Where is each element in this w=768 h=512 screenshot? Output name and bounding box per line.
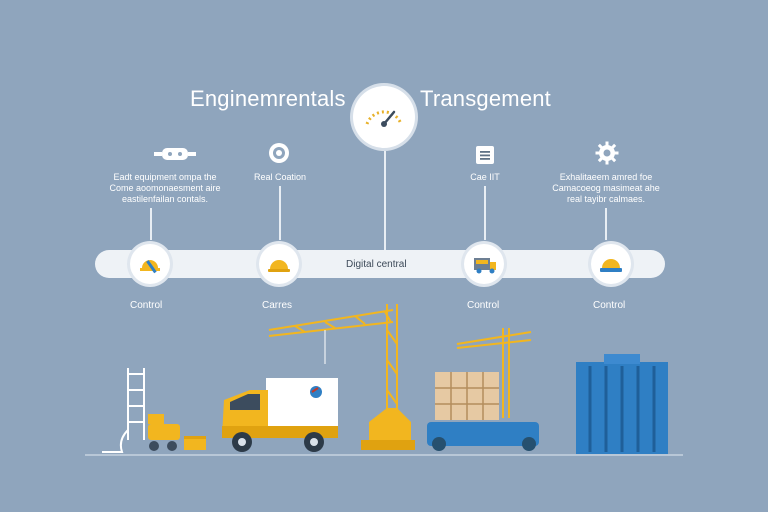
bar-node-1-label: Control: [130, 300, 163, 311]
top-node-1-line-3: eastilenfailan contals.: [121, 194, 209, 204]
bar-node-4[interactable]: [591, 244, 631, 284]
shipping-container-illustration: [576, 354, 668, 454]
ground-line: [85, 454, 683, 456]
connector-4: [605, 208, 607, 240]
top-node-1-line-2: Come aoomonaesment aire: [109, 183, 221, 193]
connector-1: [150, 208, 152, 240]
top-node-2-text: Real Coation: [253, 172, 307, 182]
title-left: Enginemrentals: [190, 86, 346, 111]
top-node-4-line-3: real tayibr calmaes.: [566, 194, 646, 204]
gauge-icon: [353, 86, 415, 148]
scissor-lift-illustration: [102, 368, 206, 453]
top-node-3-text: Cae IIT: [470, 172, 500, 182]
cargo-crane-illustration: [427, 328, 539, 451]
connector-2: [279, 186, 281, 240]
document-icon: [475, 145, 495, 170]
bar-node-4-label: Control: [593, 300, 626, 311]
top-node-4-line-2: Camacoeog masimeat ahe: [552, 183, 660, 193]
wheel-icon: [267, 141, 291, 170]
truck-small-icon: [474, 258, 496, 274]
bar-node-2[interactable]: [259, 244, 299, 284]
digital-central-bar: [95, 250, 665, 278]
top-node-1-text: Eadt equipment ompa the Come aoomonaesme…: [100, 172, 230, 205]
top-node-4-text: Exhalitaeem amred foe Camacoeog masimeat…: [540, 172, 672, 205]
title-right: Transgement: [420, 86, 551, 111]
bar-node-2-label: Carres: [262, 300, 293, 311]
hardhat-icon: [600, 259, 622, 272]
cog-icon: [595, 141, 619, 170]
hardhat-icon: [268, 260, 290, 272]
gauge-connector: [384, 151, 386, 250]
bar-node-3[interactable]: [464, 244, 504, 284]
helmet-wrench-icon: [140, 260, 160, 274]
bar-node-3-label: Control: [467, 300, 500, 311]
bar-label: Digital central: [346, 259, 407, 270]
connector-3: [484, 186, 486, 240]
truck-illustration: [222, 378, 338, 452]
gear-engine-icon: [152, 144, 198, 169]
tower-crane-illustration: [268, 304, 415, 450]
top-node-4-line-1: Exhalitaeem amred foe: [559, 172, 653, 182]
bar-node-1[interactable]: [130, 244, 170, 284]
top-node-1-line-1: Eadt equipment ompa the: [113, 172, 217, 182]
